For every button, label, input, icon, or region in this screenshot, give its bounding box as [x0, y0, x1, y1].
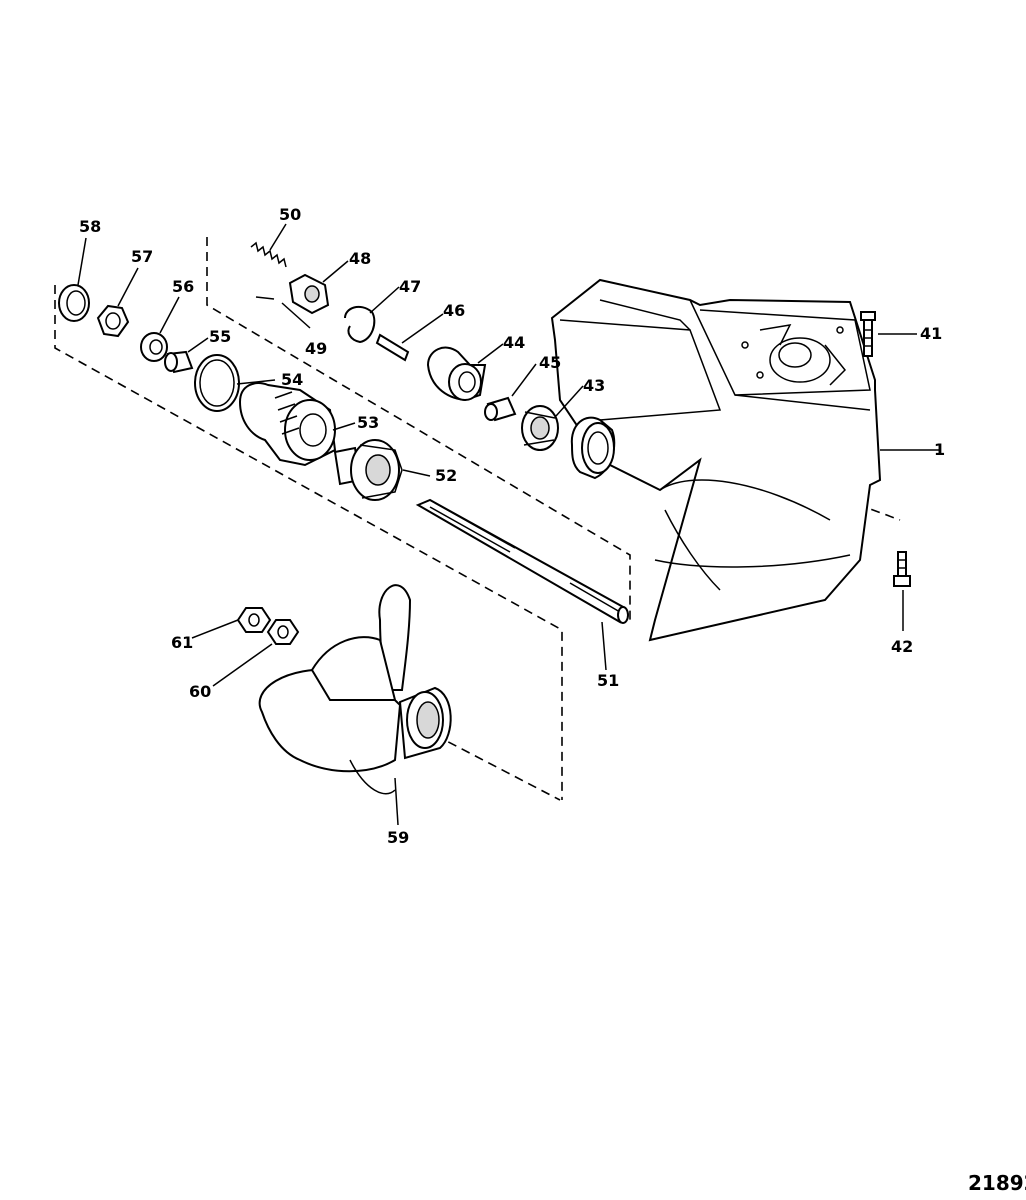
callout-41: 41 [920, 324, 942, 343]
bearing-45 [484, 396, 517, 422]
callout-57: 57 [131, 247, 153, 266]
nut-57 [96, 304, 130, 338]
leader-lines [77, 223, 940, 826]
nut-61 [236, 607, 272, 633]
spring-clip-47 [344, 305, 376, 344]
bearing-cup [570, 416, 616, 480]
callout-53: 53 [357, 413, 379, 432]
callout-43: 43 [583, 376, 605, 395]
propeller-shaft-51 [415, 498, 629, 624]
pinion-gear-43 [521, 405, 559, 451]
bolt-41 [860, 311, 876, 357]
callout-61: 61 [171, 633, 193, 652]
bushing-55 [164, 350, 194, 374]
pin-49 [255, 296, 275, 300]
callout-47: 47 [399, 277, 421, 296]
callout-60: 60 [189, 682, 211, 701]
callout-44: 44 [503, 333, 525, 352]
bolt-42 [893, 551, 911, 587]
callout-50: 50 [279, 205, 301, 224]
callout-1: 1 [934, 440, 945, 459]
callout-labels: 58 57 56 55 54 53 52 51 50 49 48 47 46 4… [79, 205, 945, 847]
cam-follower-46 [375, 333, 410, 362]
bearing-carrier-53 [238, 382, 337, 467]
callout-59: 59 [387, 828, 409, 847]
callout-58: 58 [79, 217, 101, 236]
callout-49: 49 [305, 339, 327, 358]
clutch-48 [288, 273, 330, 315]
callout-56: 56 [172, 277, 194, 296]
callout-45: 45 [539, 353, 561, 372]
reverse-gear-52 [333, 439, 403, 501]
o-ring-54 [194, 354, 240, 412]
callout-52: 52 [435, 466, 457, 485]
washer-56 [140, 332, 168, 362]
callout-48: 48 [349, 249, 371, 268]
seal-58 [58, 284, 90, 322]
propeller-59 [258, 584, 452, 795]
figure-number: 21892 [968, 1171, 1026, 1195]
forward-gear-44 [426, 346, 487, 402]
callout-55: 55 [209, 327, 231, 346]
callout-54: 54 [281, 370, 303, 389]
callout-51: 51 [597, 671, 619, 690]
callout-42: 42 [891, 637, 913, 656]
nut-60 [266, 619, 300, 645]
callout-46: 46 [443, 301, 465, 320]
spring-50 [250, 241, 287, 268]
